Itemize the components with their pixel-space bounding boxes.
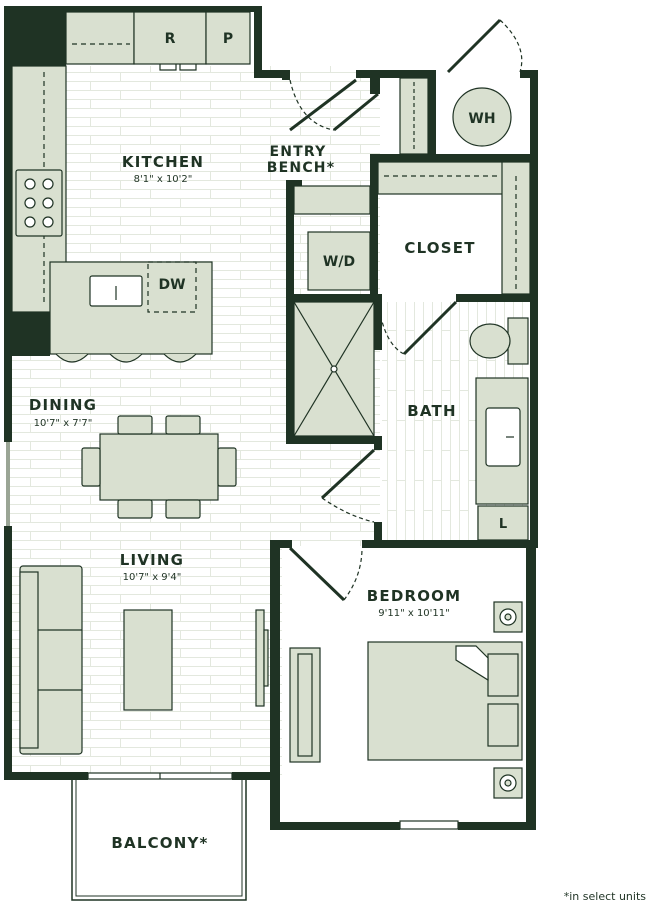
label-refrigerator: R xyxy=(165,31,176,47)
label-water-heater: WH xyxy=(468,111,495,127)
linen-cabinet xyxy=(477,505,529,541)
dining-table xyxy=(99,433,219,501)
toilet-tank xyxy=(507,317,529,365)
water-heater xyxy=(452,87,512,147)
label-dishwasher: DW xyxy=(158,277,185,293)
wall-bedroom-top-left xyxy=(270,540,292,548)
wall-right-exterior xyxy=(530,70,538,548)
wall-wh-bottom xyxy=(370,154,538,162)
kitchen-fixtures xyxy=(11,11,251,363)
wall-kitchen-right xyxy=(254,6,262,78)
wall-bath-left-door xyxy=(374,522,382,548)
label-bench: BENCH* xyxy=(267,160,335,176)
wall-bedroom-top xyxy=(362,540,538,548)
wall-entry-top-left xyxy=(282,70,290,80)
fixture-labels: R P WH DW W/D L xyxy=(158,31,507,532)
label-bedroom: BEDROOM xyxy=(367,587,462,605)
wall-corner-block xyxy=(10,10,66,66)
dishwasher xyxy=(147,261,197,313)
wall-bath-left-low xyxy=(374,436,382,450)
washer-dryer xyxy=(307,231,371,291)
wall-bedroom-bottom-right xyxy=(458,822,536,830)
wall-entry-top xyxy=(356,70,436,78)
label-closet: CLOSET xyxy=(404,239,475,257)
label-entry: ENTRY xyxy=(270,144,327,160)
wall-left-upper xyxy=(4,6,12,442)
refrigerator xyxy=(133,11,207,65)
windows xyxy=(87,772,459,830)
dims-kitchen: 8'1" x 10'2" xyxy=(134,174,193,185)
wall-left-window xyxy=(6,442,10,526)
label-balcony: BALCONY* xyxy=(111,834,208,852)
wall-closet-left xyxy=(370,154,378,304)
footnote: *in select units xyxy=(564,890,647,903)
label-kitchen: KITCHEN xyxy=(122,153,204,171)
wall-wh-top xyxy=(520,70,538,78)
toilet-bowl xyxy=(469,323,511,359)
wall-bedroom-left xyxy=(270,540,280,830)
dims-living: 10'7" x 9'4" xyxy=(123,572,182,583)
upper-cabinets xyxy=(65,11,135,65)
entry-bench xyxy=(293,185,371,215)
range xyxy=(15,169,63,237)
bedroom-fixtures xyxy=(289,601,523,799)
wall-bedroom-right xyxy=(526,540,536,830)
doors xyxy=(288,18,523,602)
wall-shower-bottom xyxy=(286,436,382,444)
dims-bedroom: 9'11" x 10'11" xyxy=(378,608,450,619)
wall-storage-left xyxy=(428,70,436,162)
bath-fixtures xyxy=(293,301,529,541)
wall-bench-left xyxy=(286,180,294,300)
wall-top-kitchen xyxy=(10,6,260,12)
label-dining: DINING xyxy=(29,396,97,414)
wall-bedroom-bottom-left xyxy=(270,822,400,830)
entry-fixtures xyxy=(293,77,531,295)
tv-console xyxy=(255,609,265,707)
wall-living-bottom-right xyxy=(232,772,278,780)
room-labels: KITCHEN 8'1" x 10'2" ENTRY BENCH* CLOSET… xyxy=(29,144,475,852)
living-set xyxy=(19,565,269,755)
wall-entry-top-post xyxy=(370,70,380,94)
dining-set xyxy=(81,415,237,519)
coffee-table xyxy=(123,609,173,711)
closet-shelf-right xyxy=(501,161,531,295)
wall-living-bottom-left xyxy=(4,772,88,780)
balcony xyxy=(71,780,247,901)
dims-dining: 10'7" x 7'7" xyxy=(34,418,93,429)
label-washer-dryer: W/D xyxy=(323,254,355,270)
wall-shower-right xyxy=(374,294,382,350)
label-linen: L xyxy=(499,517,507,532)
wall-shower-left xyxy=(286,294,294,444)
wall-closet-bottom-right xyxy=(456,294,538,302)
wall-bench-top xyxy=(286,180,302,186)
label-living: LIVING xyxy=(120,551,184,569)
label-pantry: P xyxy=(223,31,233,47)
wall-left-lower xyxy=(4,526,12,780)
walls xyxy=(4,6,538,830)
wall-island-pier xyxy=(10,312,50,356)
bath-sink xyxy=(485,407,521,467)
label-bath: BATH xyxy=(407,402,456,420)
pantry xyxy=(205,11,251,65)
window-bedroom xyxy=(399,820,459,830)
wall-closet-bottom-left xyxy=(286,294,378,302)
wall-kitchen-step xyxy=(254,70,288,78)
